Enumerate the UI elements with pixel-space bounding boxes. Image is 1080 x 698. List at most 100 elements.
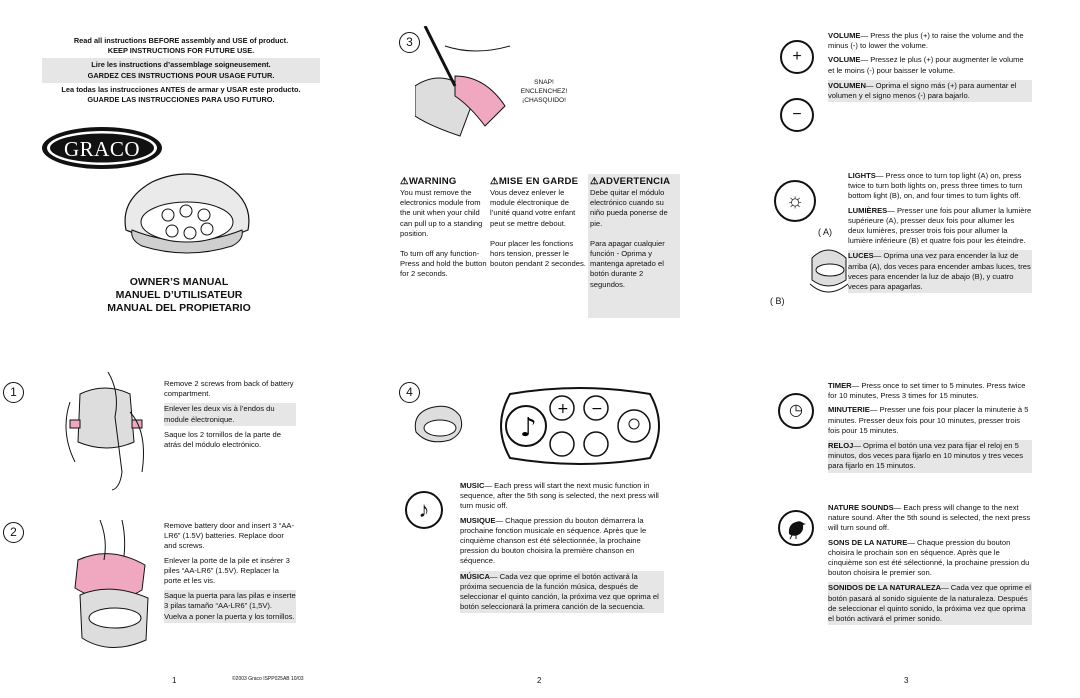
warning-off-text: To turn off any function- Press and hold… — [400, 249, 487, 279]
step2-en: Remove battery door and insert 3 “AA-LR6… — [164, 521, 294, 551]
lights-text: LIGHTS— Press once to turn top light (A)… — [848, 171, 1032, 294]
nature-en-heading: NATURE SOUNDS — [828, 503, 894, 512]
button-panel-diagram: ♪ + − — [490, 386, 670, 466]
nature-fr-heading: SONS DE LA NATURE — [828, 537, 908, 547]
volume-fr: — Pressez le plus (+) pour augmenter le … — [828, 55, 1024, 75]
volume-es-heading: VOLUMEN — [828, 80, 866, 90]
lights-en-heading: LIGHTS — [848, 171, 876, 180]
timer-en: — Press once to set timer to 5 minutes. … — [828, 381, 1026, 401]
warning-title: WARNING — [408, 176, 457, 187]
header-line: GARDEZ CES INSTRUCTIONS POUR USAGE FUTUR… — [87, 70, 275, 80]
header-line: Lea todas las instrucciones ANTES de arm… — [61, 84, 301, 94]
volume-text: VOLUME— Press the plus (+) to raise the … — [828, 31, 1032, 103]
timer-text: TIMER— Press once to set timer to 5 minu… — [828, 381, 1032, 473]
warning-icon: ⚠ — [400, 176, 409, 187]
volume-minus-icon: − — [780, 98, 814, 132]
volume-plus-icon: + — [780, 40, 814, 74]
warning-text: Debe quitar el módulo electrónico cuando… — [590, 188, 668, 228]
step-number: 2 — [3, 522, 24, 543]
svg-text:+: + — [557, 401, 569, 417]
timer-fr: — Presser une fois pour placer la minute… — [828, 405, 1029, 435]
music-en-heading: MUSIC — [460, 481, 485, 490]
header-line: Read all instructions BEFORE assembly an… — [73, 36, 289, 45]
manuel-utilisateur-title: MANUEL D’UTILISATEUR — [115, 289, 243, 301]
header-line: KEEP INSTRUCTIONS FOR FUTURE USE. — [107, 46, 255, 56]
warning-off-text: Pour placer les fonctions hors tension, … — [490, 238, 586, 269]
timer-clock-icon: ◷ — [778, 393, 814, 429]
warning-icon: ⚠ — [590, 176, 599, 187]
warning-en: ⚠WARNING You must remove the electronics… — [400, 176, 488, 280]
lights-module-illustration — [806, 240, 850, 310]
music-fr-heading: MUSIQUE — [460, 515, 496, 525]
warning-off-text: Para apagar cualquier función - Oprima y… — [590, 238, 665, 289]
nature-fr: — Chaque pression du bouton choisira le … — [828, 537, 1030, 578]
music-en: — Each press will start the next music f… — [460, 481, 659, 511]
volume-es: — Oprima el signo más (+) para aumentar … — [828, 80, 1017, 101]
nature-es-heading: SONIDOS DE LA NATURALEZA — [828, 583, 942, 593]
music-note-icon: ♪ — [405, 491, 443, 529]
step2-illustration — [60, 519, 160, 660]
music-es-heading: MÚSICA — [460, 571, 490, 581]
warning-es: ⚠ADVERTENCIA Debe quitar el módulo elect… — [588, 174, 680, 318]
step1-text: Remove 2 screws from back of battery com… — [164, 379, 296, 450]
volume-en: — Press the plus (+) to raise the volume… — [828, 31, 1024, 51]
warning-fr: ⚠MISE EN GARDE Vous devez enlever le mod… — [490, 176, 586, 269]
timer-es-heading: RELOJ — [828, 441, 854, 451]
nature-sounds-text: NATURE SOUNDS— Each press will change to… — [828, 503, 1032, 626]
logo-text: GRACO — [63, 137, 140, 161]
step-number: 3 — [399, 32, 420, 53]
warning-title: MISE EN GARDE — [498, 176, 579, 187]
nature-es: — Cada vez que oprime el botón pasará al… — [828, 583, 1031, 624]
page-number: 3 — [904, 676, 909, 685]
svg-text:♪: ♪ — [520, 413, 537, 443]
warning-title: ADVERTENCIA — [598, 176, 671, 187]
snap-en: SNAP! — [534, 79, 554, 86]
light-label-a: ( A) — [818, 227, 833, 237]
page-number: 2 — [537, 676, 542, 685]
snap-es: ¡CHASQUIDO! — [522, 97, 566, 104]
lights-es: — Oprima una vez para encender la luz de… — [848, 251, 1031, 292]
lights-fr: — Presser une fois pour allumer la lumiè… — [848, 205, 1032, 246]
step2-text: Remove battery door and insert 3 “AA-LR6… — [164, 521, 296, 623]
warning-text: You must remove the electronics module f… — [400, 188, 483, 238]
lights-es-heading: LUCES — [848, 251, 874, 261]
copyright: ©2003 Graco ISPP025AB 10/03 — [232, 676, 304, 682]
step-number: 1 — [3, 382, 24, 403]
music-es: — Cada vez que oprime el botón activará … — [460, 571, 659, 612]
header-line: Lire les instructions d’assemblage soign… — [91, 60, 271, 70]
step3-illustration — [414, 25, 525, 146]
volume-en-heading: VOLUME — [828, 31, 861, 40]
manual-titles: OWNER’S MANUAL MANUEL D’UTILISATEUR MANU… — [40, 276, 318, 315]
nature-en: — Each press will change to the next nat… — [828, 503, 1031, 533]
timer-fr-heading: MINUTERIE — [828, 405, 870, 415]
timer-es: — Oprima el botón una vez para fijar el … — [828, 441, 1023, 471]
owners-manual-title: OWNER’S MANUAL — [129, 276, 229, 288]
step-number: 4 — [399, 382, 420, 403]
snap-label: SNAP! ENCLENCHEZ! ¡CHASQUIDO! — [515, 78, 573, 105]
module-thumbnail — [410, 402, 466, 446]
page-number: 1 — [172, 676, 177, 685]
light-label-b: ( B) — [770, 296, 785, 306]
step2-es: Saque la puerta para las pilas e inserte… — [164, 590, 296, 623]
step1-fr: Enlever les deux vis à l’endos du module… — [164, 403, 296, 426]
step2-fr: Enlever la porte de la pile et insérer 3… — [164, 555, 290, 586]
lights-en: — Press once to turn top light (A) on, p… — [848, 171, 1023, 201]
read-instructions-header: Read all instructions BEFORE assembly an… — [42, 36, 320, 105]
warning-text: Vous devez enlever le module électroniqu… — [490, 188, 576, 228]
step1-es: Saque los 2 tornillos de la parte de atr… — [164, 429, 281, 450]
light-bulb-icon: ☼ — [774, 180, 816, 222]
graco-logo: GRACO — [41, 126, 163, 170]
snap-fr: ENCLENCHEZ! — [520, 88, 568, 95]
music-text: MUSIC— Each press will start the next mu… — [460, 481, 664, 614]
warning-icon: ⚠ — [490, 176, 499, 187]
step1-illustration — [60, 371, 155, 492]
manual-propietario-title: MANUAL DEL PROPIETARIO — [107, 302, 251, 314]
timer-en-heading: TIMER — [828, 381, 852, 390]
bird-icon — [778, 510, 814, 546]
lights-fr-heading: LUMIÈRES — [848, 205, 888, 215]
music-fr: — Chaque pression du bouton démarrera la… — [460, 515, 647, 566]
step1-en: Remove 2 screws from back of battery com… — [164, 379, 294, 399]
header-line: GUARDE LAS INSTRUCCIONES PARA USO FUTURO… — [87, 95, 275, 105]
volume-fr-heading: VOLUME — [828, 55, 861, 65]
electronic-module-illustration — [112, 160, 262, 260]
